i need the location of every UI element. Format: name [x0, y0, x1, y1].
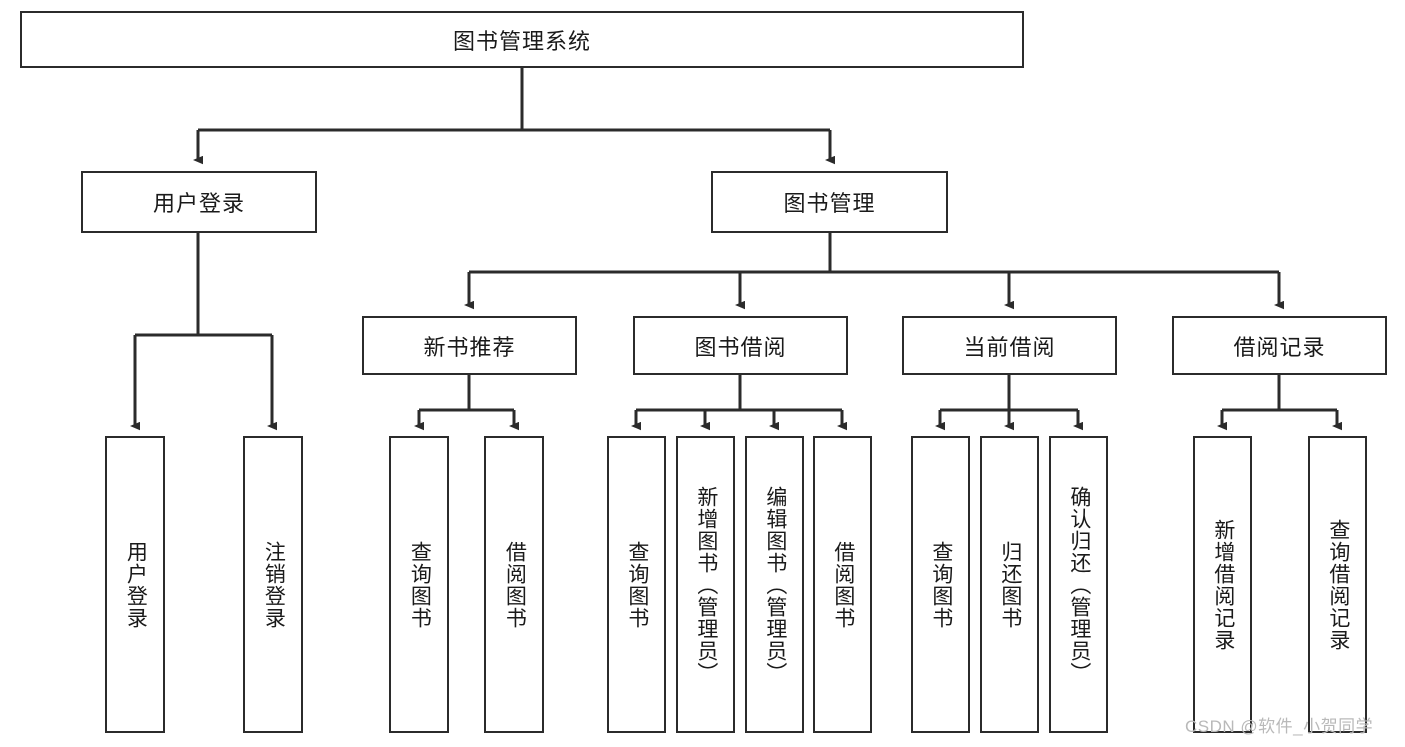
node-leaf-edit-book-label: 编辑图书（管理员）: [763, 485, 787, 684]
node-leaf-edit-book[interactable]: 编辑图书（管理员）: [745, 436, 804, 733]
node-leaf-query-record[interactable]: 查询借阅记录: [1308, 436, 1367, 733]
node-new-book-recommend[interactable]: 新书推荐: [362, 316, 577, 375]
node-user-login-label: 用户登录: [152, 191, 245, 216]
node-root[interactable]: 图书管理系统: [20, 11, 1024, 68]
node-leaf-query-book-3-label: 查询图书: [929, 540, 953, 629]
csdn-watermark: CSDN @软件_小贺同学: [1185, 717, 1374, 736]
node-leaf-confirm-return-label: 确认归还（管理员）: [1067, 485, 1091, 684]
node-root-label: 图书管理系统: [452, 28, 591, 54]
node-leaf-add-book-label: 新增图书（管理员）: [694, 485, 718, 684]
node-leaf-query-book-2-label: 查询图书: [625, 540, 649, 629]
node-leaf-logout-label: 注销登录: [262, 540, 286, 629]
node-current-borrow[interactable]: 当前借阅: [902, 316, 1117, 375]
node-book-manage[interactable]: 图书管理: [711, 171, 948, 233]
node-leaf-return-book-label: 归还图书: [998, 540, 1022, 629]
node-leaf-query-record-label: 查询借阅记录: [1326, 518, 1350, 651]
node-leaf-borrow-book-2[interactable]: 借阅图书: [813, 436, 872, 733]
node-leaf-logout[interactable]: 注销登录: [243, 436, 303, 733]
node-borrow-record[interactable]: 借阅记录: [1172, 316, 1387, 375]
node-leaf-query-book-1-label: 查询图书: [408, 540, 432, 629]
node-book-manage-label: 图书管理: [783, 191, 876, 216]
node-leaf-add-record-label: 新增借阅记录: [1211, 518, 1235, 651]
node-leaf-query-book-1[interactable]: 查询图书: [389, 436, 449, 733]
node-book-borrow[interactable]: 图书借阅: [633, 316, 848, 375]
node-borrow-record-label: 借阅记录: [1233, 334, 1326, 360]
node-new-book-recommend-label: 新书推荐: [423, 334, 516, 360]
node-leaf-add-record[interactable]: 新增借阅记录: [1193, 436, 1252, 733]
node-leaf-query-book-2[interactable]: 查询图书: [607, 436, 666, 733]
node-leaf-add-book[interactable]: 新增图书（管理员）: [676, 436, 735, 733]
node-leaf-user-login-label: 用户登录: [124, 540, 148, 629]
node-leaf-confirm-return[interactable]: 确认归还（管理员）: [1049, 436, 1108, 733]
node-leaf-borrow-book-2-label: 借阅图书: [831, 540, 855, 629]
node-book-borrow-label: 图书借阅: [694, 334, 787, 360]
node-leaf-query-book-3[interactable]: 查询图书: [911, 436, 970, 733]
node-user-login[interactable]: 用户登录: [81, 171, 317, 233]
node-leaf-borrow-book-1[interactable]: 借阅图书: [484, 436, 544, 733]
node-leaf-return-book[interactable]: 归还图书: [980, 436, 1039, 733]
node-current-borrow-label: 当前借阅: [963, 334, 1056, 360]
node-leaf-borrow-book-1-label: 借阅图书: [503, 540, 527, 629]
node-leaf-user-login[interactable]: 用户登录: [105, 436, 165, 733]
